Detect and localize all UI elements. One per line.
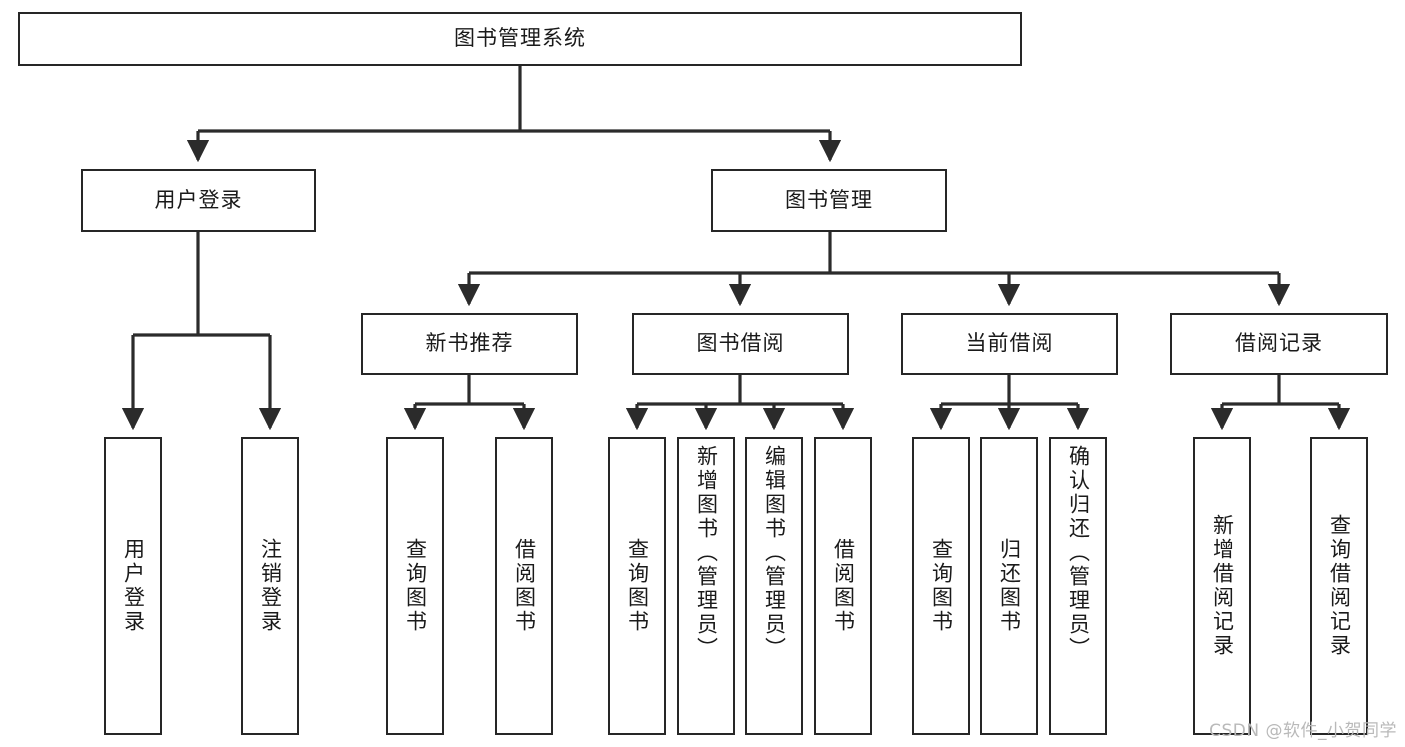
node-leaf-add-borrow-record[interactable]: 新增借阅记录 xyxy=(1193,437,1251,735)
node-leaf-borrow-book-1-label: 借阅图书 xyxy=(512,538,537,634)
node-book-management[interactable]: 图书管理 xyxy=(711,169,947,232)
node-leaf-query-borrow-record-label: 查询借阅记录 xyxy=(1327,514,1352,658)
node-leaf-user-login-label: 用户登录 xyxy=(121,538,146,634)
node-leaf-borrow-book-2[interactable]: 借阅图书 xyxy=(814,437,872,735)
node-current-borrow-label: 当前借阅 xyxy=(965,331,1054,356)
node-leaf-logout-login-label: 注销登录 xyxy=(258,538,283,634)
node-current-borrow[interactable]: 当前借阅 xyxy=(901,313,1118,375)
node-borrow-records[interactable]: 借阅记录 xyxy=(1170,313,1388,375)
node-leaf-return-book[interactable]: 归还图书 xyxy=(980,437,1038,735)
node-leaf-confirm-return-admin-label: 确认归还（管理员） xyxy=(1066,445,1091,661)
node-leaf-edit-book-admin-label: 编辑图书（管理员） xyxy=(762,445,787,661)
node-root-label: 图书管理系统 xyxy=(454,26,586,51)
node-leaf-query-book-1[interactable]: 查询图书 xyxy=(386,437,444,735)
node-user-login-label: 用户登录 xyxy=(154,187,243,212)
node-user-login[interactable]: 用户登录 xyxy=(81,169,316,232)
node-leaf-add-book-admin-label: 新增图书（管理员） xyxy=(694,445,719,661)
node-leaf-confirm-return-admin[interactable]: 确认归还（管理员） xyxy=(1049,437,1107,735)
node-leaf-query-book-2-label: 查询图书 xyxy=(625,538,650,634)
node-leaf-user-login[interactable]: 用户登录 xyxy=(104,437,162,735)
node-book-management-label: 图书管理 xyxy=(785,187,873,212)
node-leaf-borrow-book-2-label: 借阅图书 xyxy=(831,538,856,634)
node-leaf-query-book-3-label: 查询图书 xyxy=(929,538,954,634)
node-leaf-query-book-1-label: 查询图书 xyxy=(403,538,428,634)
node-root[interactable]: 图书管理系统 xyxy=(18,12,1022,66)
node-leaf-query-book-2[interactable]: 查询图书 xyxy=(608,437,666,735)
node-leaf-add-book-admin[interactable]: 新增图书（管理员） xyxy=(677,437,735,735)
node-leaf-query-borrow-record[interactable]: 查询借阅记录 xyxy=(1310,437,1368,735)
node-leaf-query-book-3[interactable]: 查询图书 xyxy=(912,437,970,735)
node-new-book-recommend-label: 新书推荐 xyxy=(425,331,514,356)
node-leaf-borrow-book-1[interactable]: 借阅图书 xyxy=(495,437,553,735)
node-borrow-records-label: 借阅记录 xyxy=(1235,331,1323,356)
node-new-book-recommend[interactable]: 新书推荐 xyxy=(361,313,578,375)
node-leaf-edit-book-admin[interactable]: 编辑图书（管理员） xyxy=(745,437,803,735)
node-book-borrow[interactable]: 图书借阅 xyxy=(632,313,849,375)
node-leaf-return-book-label: 归还图书 xyxy=(997,538,1022,634)
node-leaf-add-borrow-record-label: 新增借阅记录 xyxy=(1210,514,1235,658)
node-book-borrow-label: 图书借阅 xyxy=(696,331,785,356)
node-leaf-logout-login[interactable]: 注销登录 xyxy=(241,437,299,735)
